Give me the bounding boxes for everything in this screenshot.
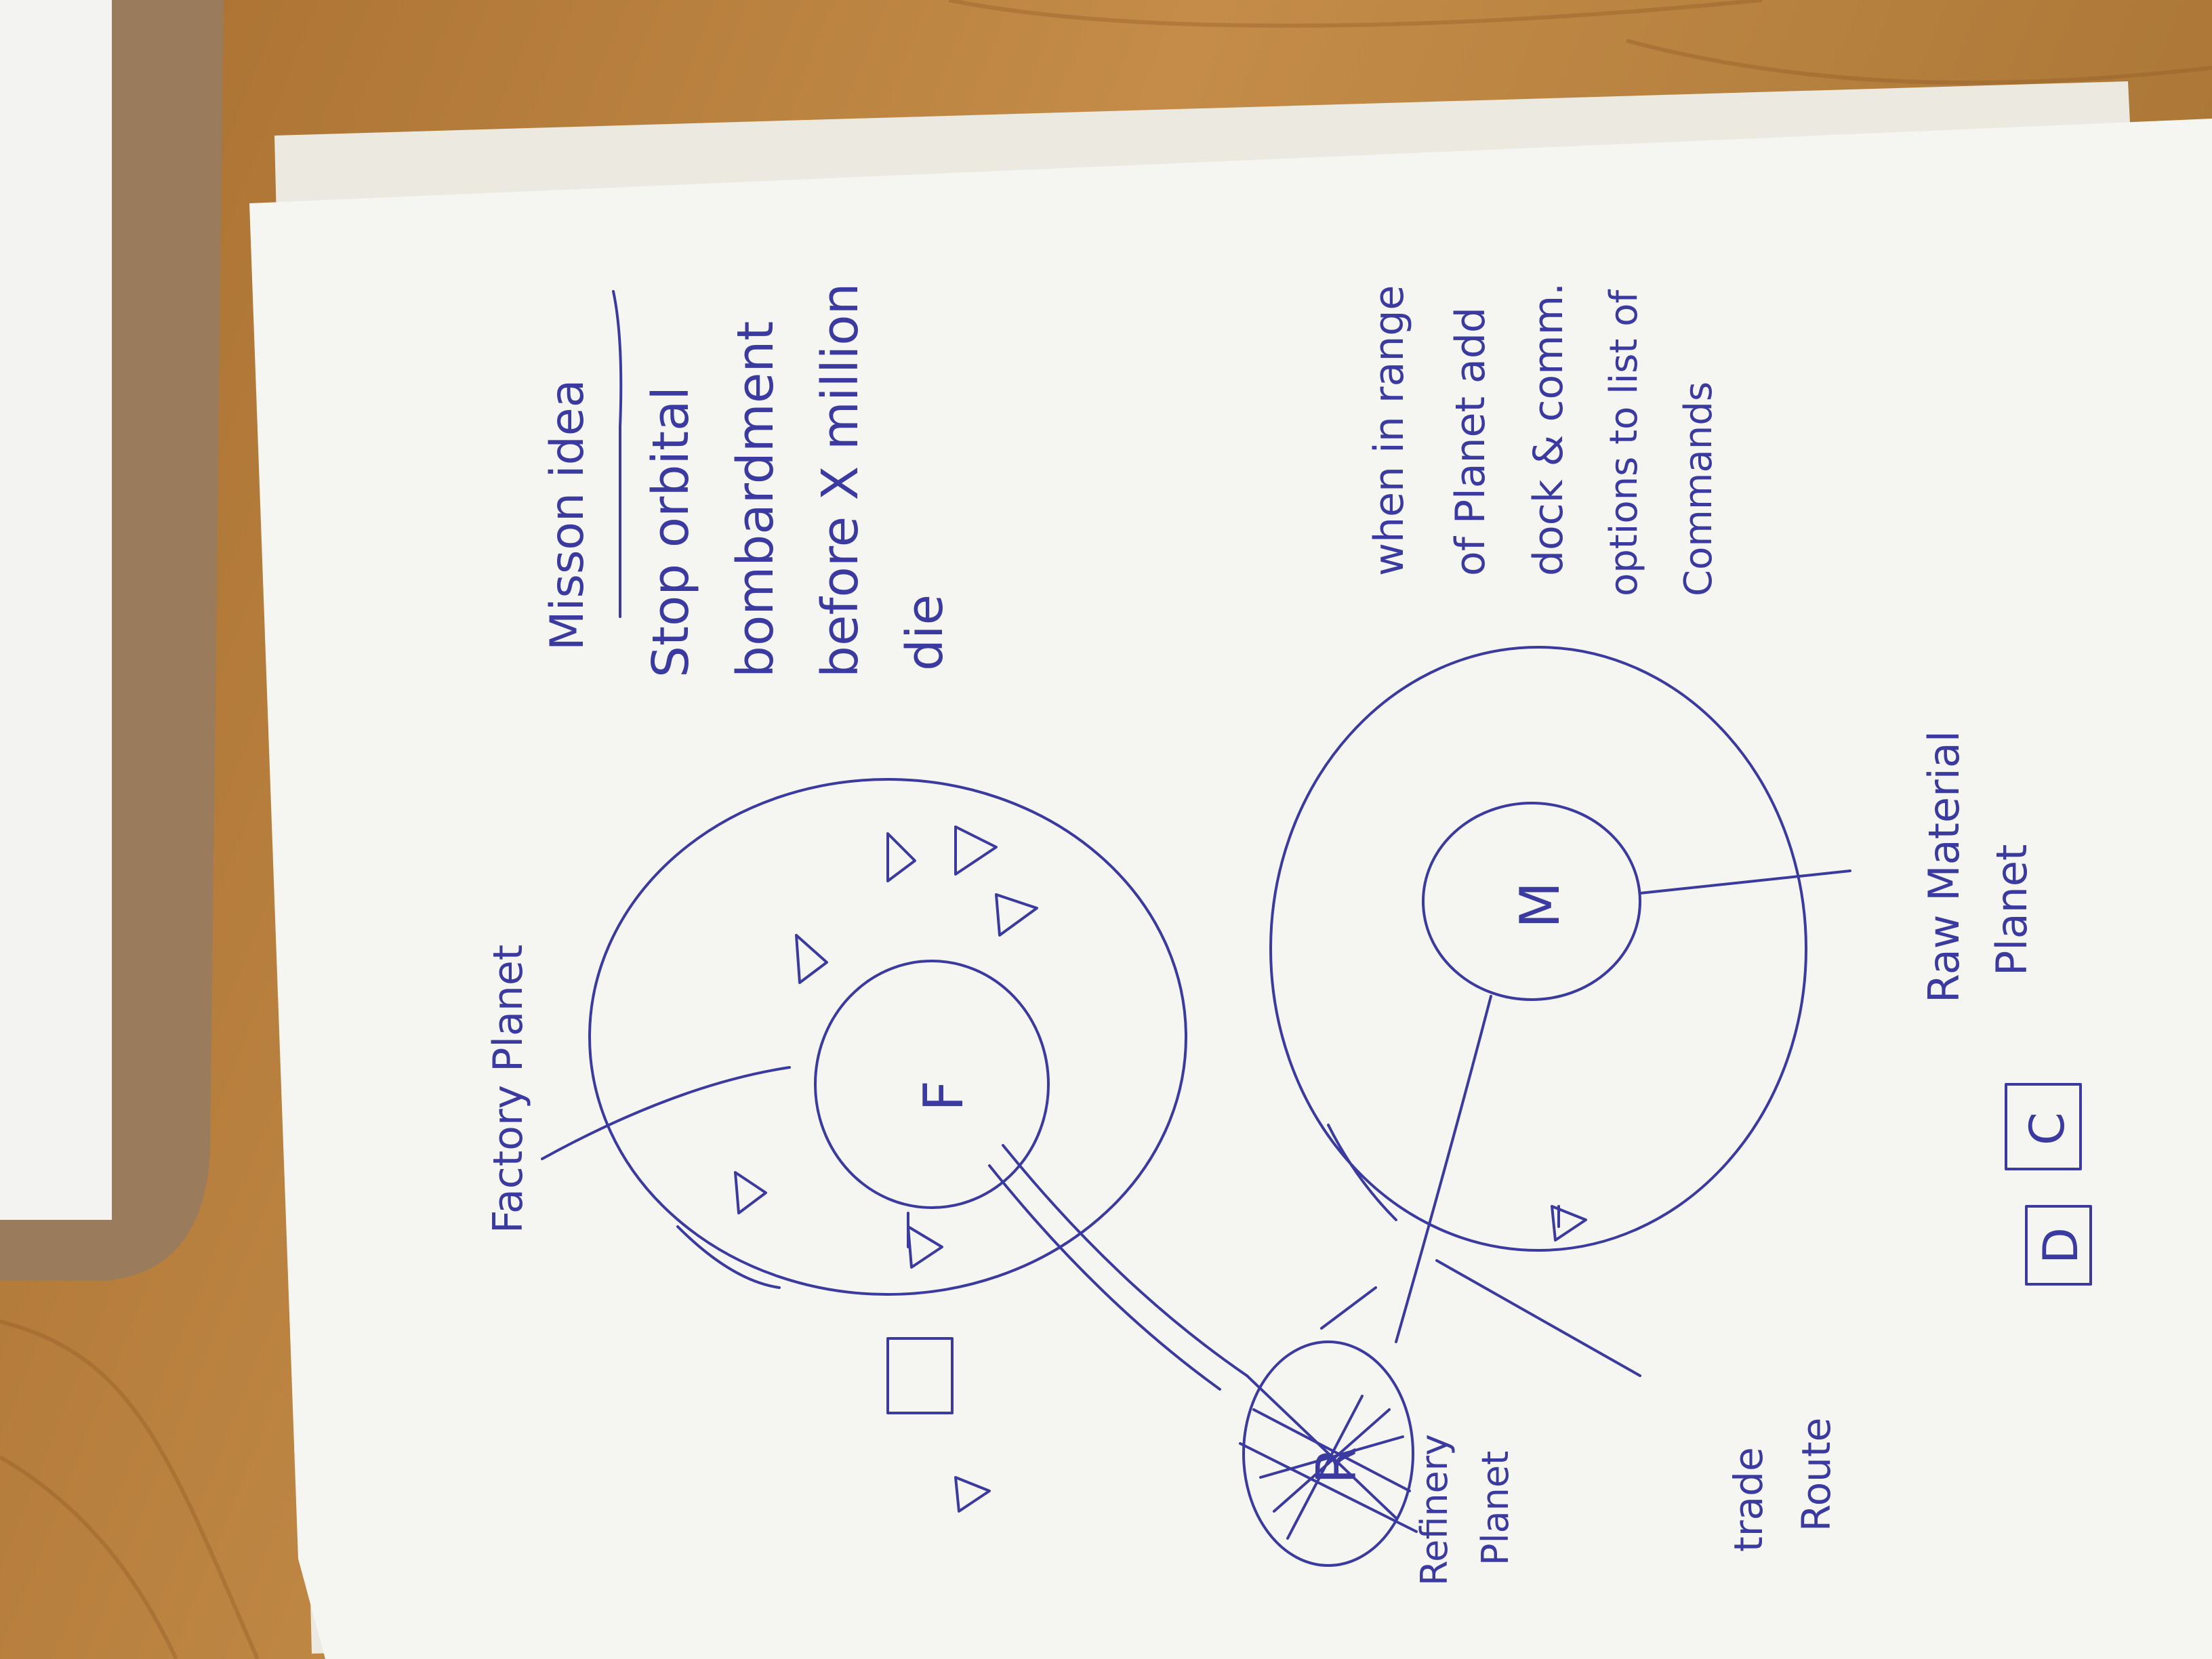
- refinery-planet-circle: [1242, 1340, 1414, 1567]
- mission-line-1: Stop orbital: [642, 386, 700, 678]
- range-line-3: dock & comm.: [1525, 283, 1572, 576]
- refinery-label-1: Refinery: [1413, 1434, 1456, 1586]
- refinery-label-2: Planet: [1474, 1451, 1517, 1565]
- trade-route-line: [1395, 995, 1492, 1343]
- factory-letter: F: [912, 1080, 975, 1111]
- raw-material-label-1: Raw Material: [1919, 731, 1969, 1003]
- raw-material-orbit: [1269, 646, 1807, 1252]
- range-line-4: options to list of: [1602, 289, 1646, 596]
- paper-sheet: [249, 119, 2212, 1659]
- trade-route-label-1: trade: [1725, 1447, 1771, 1552]
- trade-route-label-2: Route: [1793, 1418, 1839, 1532]
- ink-drawing: [541, 290, 2092, 1567]
- raw-material-leader-line: [1639, 869, 1851, 895]
- range-line-5: Commands: [1677, 382, 1721, 596]
- mission-line-4: die: [896, 594, 954, 671]
- legend-box-d: [2025, 1205, 2092, 1286]
- raw-material-letter: M: [1509, 882, 1572, 928]
- station-square: [886, 1337, 954, 1414]
- mission-line-3: before X million: [811, 283, 869, 678]
- legend-letter-d: D: [2033, 1227, 2089, 1264]
- handwritten-notes: Misson idea Stop orbital bombardment bef…: [485, 283, 2089, 1586]
- factory-label: Factory Planet: [485, 945, 532, 1233]
- legend-box-c: [2005, 1083, 2082, 1170]
- factory-leader-line: [541, 1066, 791, 1160]
- factory-planet-circle: [814, 960, 1050, 1209]
- raw-material-planet-circle: [1422, 802, 1641, 1001]
- factory-orbit: [588, 778, 1187, 1296]
- legend-letter-c: C: [2020, 1112, 2075, 1145]
- refinery-letter: R: [1305, 1446, 1368, 1484]
- raw-material-label-2: Planet: [1987, 844, 2036, 976]
- mission-line-2: bombardment: [726, 321, 785, 678]
- mission-title: Misson idea: [541, 380, 594, 651]
- title-underline: [612, 290, 623, 618]
- clipboard-paper: [0, 0, 112, 1220]
- range-line-2: of Planet add: [1447, 307, 1494, 576]
- range-line-1: when in range: [1366, 285, 1413, 576]
